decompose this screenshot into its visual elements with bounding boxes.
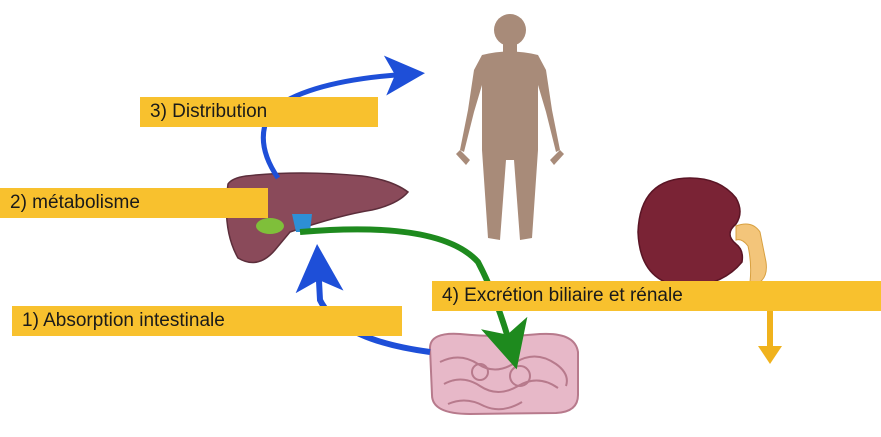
intestine-icon: [430, 334, 578, 414]
metabolism-label: 2) métabolisme: [0, 188, 268, 218]
absorption-label: 1) Absorption intestinale: [12, 306, 402, 336]
distribution-label: 3) Distribution: [140, 97, 378, 127]
excretion-label: 4) Excrétion biliaire et rénale: [432, 281, 881, 311]
kidney-icon: [638, 178, 766, 287]
human-icon: [456, 14, 564, 240]
